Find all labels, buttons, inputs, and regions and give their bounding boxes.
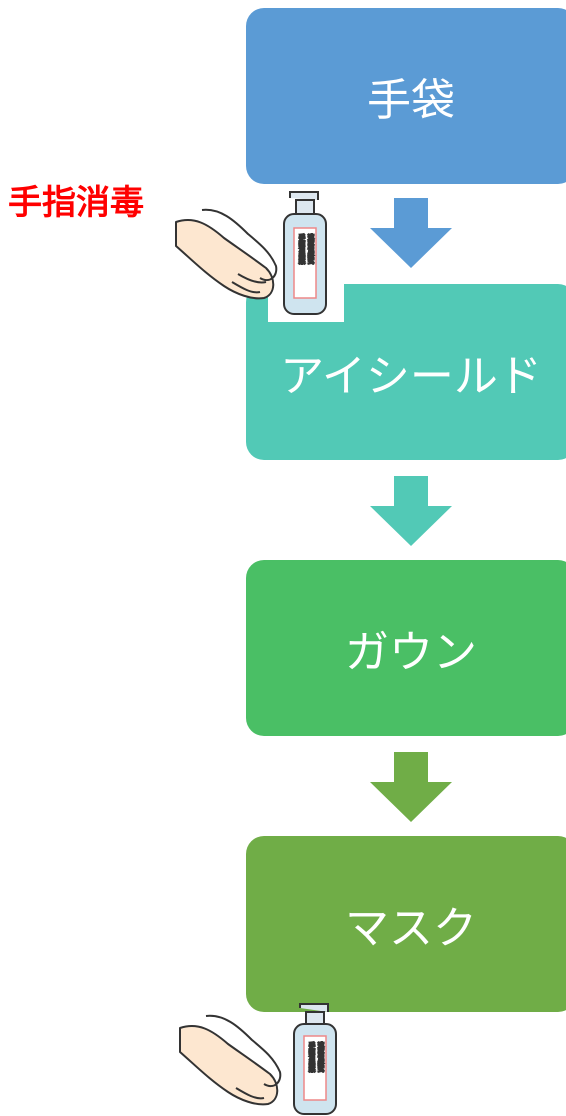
down-arrow-icon [370, 198, 452, 268]
svg-text:手指消毒薬: 手指消毒薬 [308, 1041, 315, 1073]
hands-icon [179, 1014, 282, 1106]
hands-icon [175, 208, 278, 300]
sanitizer-bottle-icon: 速乾性擦式 手指消毒薬 [283, 191, 327, 315]
svg-text:速乾性擦式: 速乾性擦式 [307, 234, 314, 264]
step-gloves-label: 手袋 [367, 75, 455, 126]
step-gloves: 手袋 [246, 8, 566, 184]
hand-sanitize-label: 手指消毒 [8, 183, 144, 223]
step-eye-shield-label: アイシールド [280, 351, 542, 402]
step-mask-label: マスク [345, 903, 477, 954]
step-gown-label: ガウン [345, 627, 477, 678]
svg-text:速乾性擦式: 速乾性擦式 [317, 1042, 324, 1072]
hand-sanitizer-illustration: 速乾性擦式 手指消毒薬 [179, 1003, 337, 1115]
down-arrow-icon [370, 476, 452, 546]
sanitizer-bottle-icon: 速乾性擦式 手指消毒薬 [293, 1003, 337, 1115]
down-arrow-icon [370, 752, 452, 822]
svg-text:手指消毒薬: 手指消毒薬 [298, 233, 305, 265]
step-gown: ガウン [246, 560, 566, 736]
hand-sanitizer-illustration: 速乾性擦式 手指消毒薬 [175, 186, 344, 322]
step-mask: マスク [246, 836, 566, 1012]
